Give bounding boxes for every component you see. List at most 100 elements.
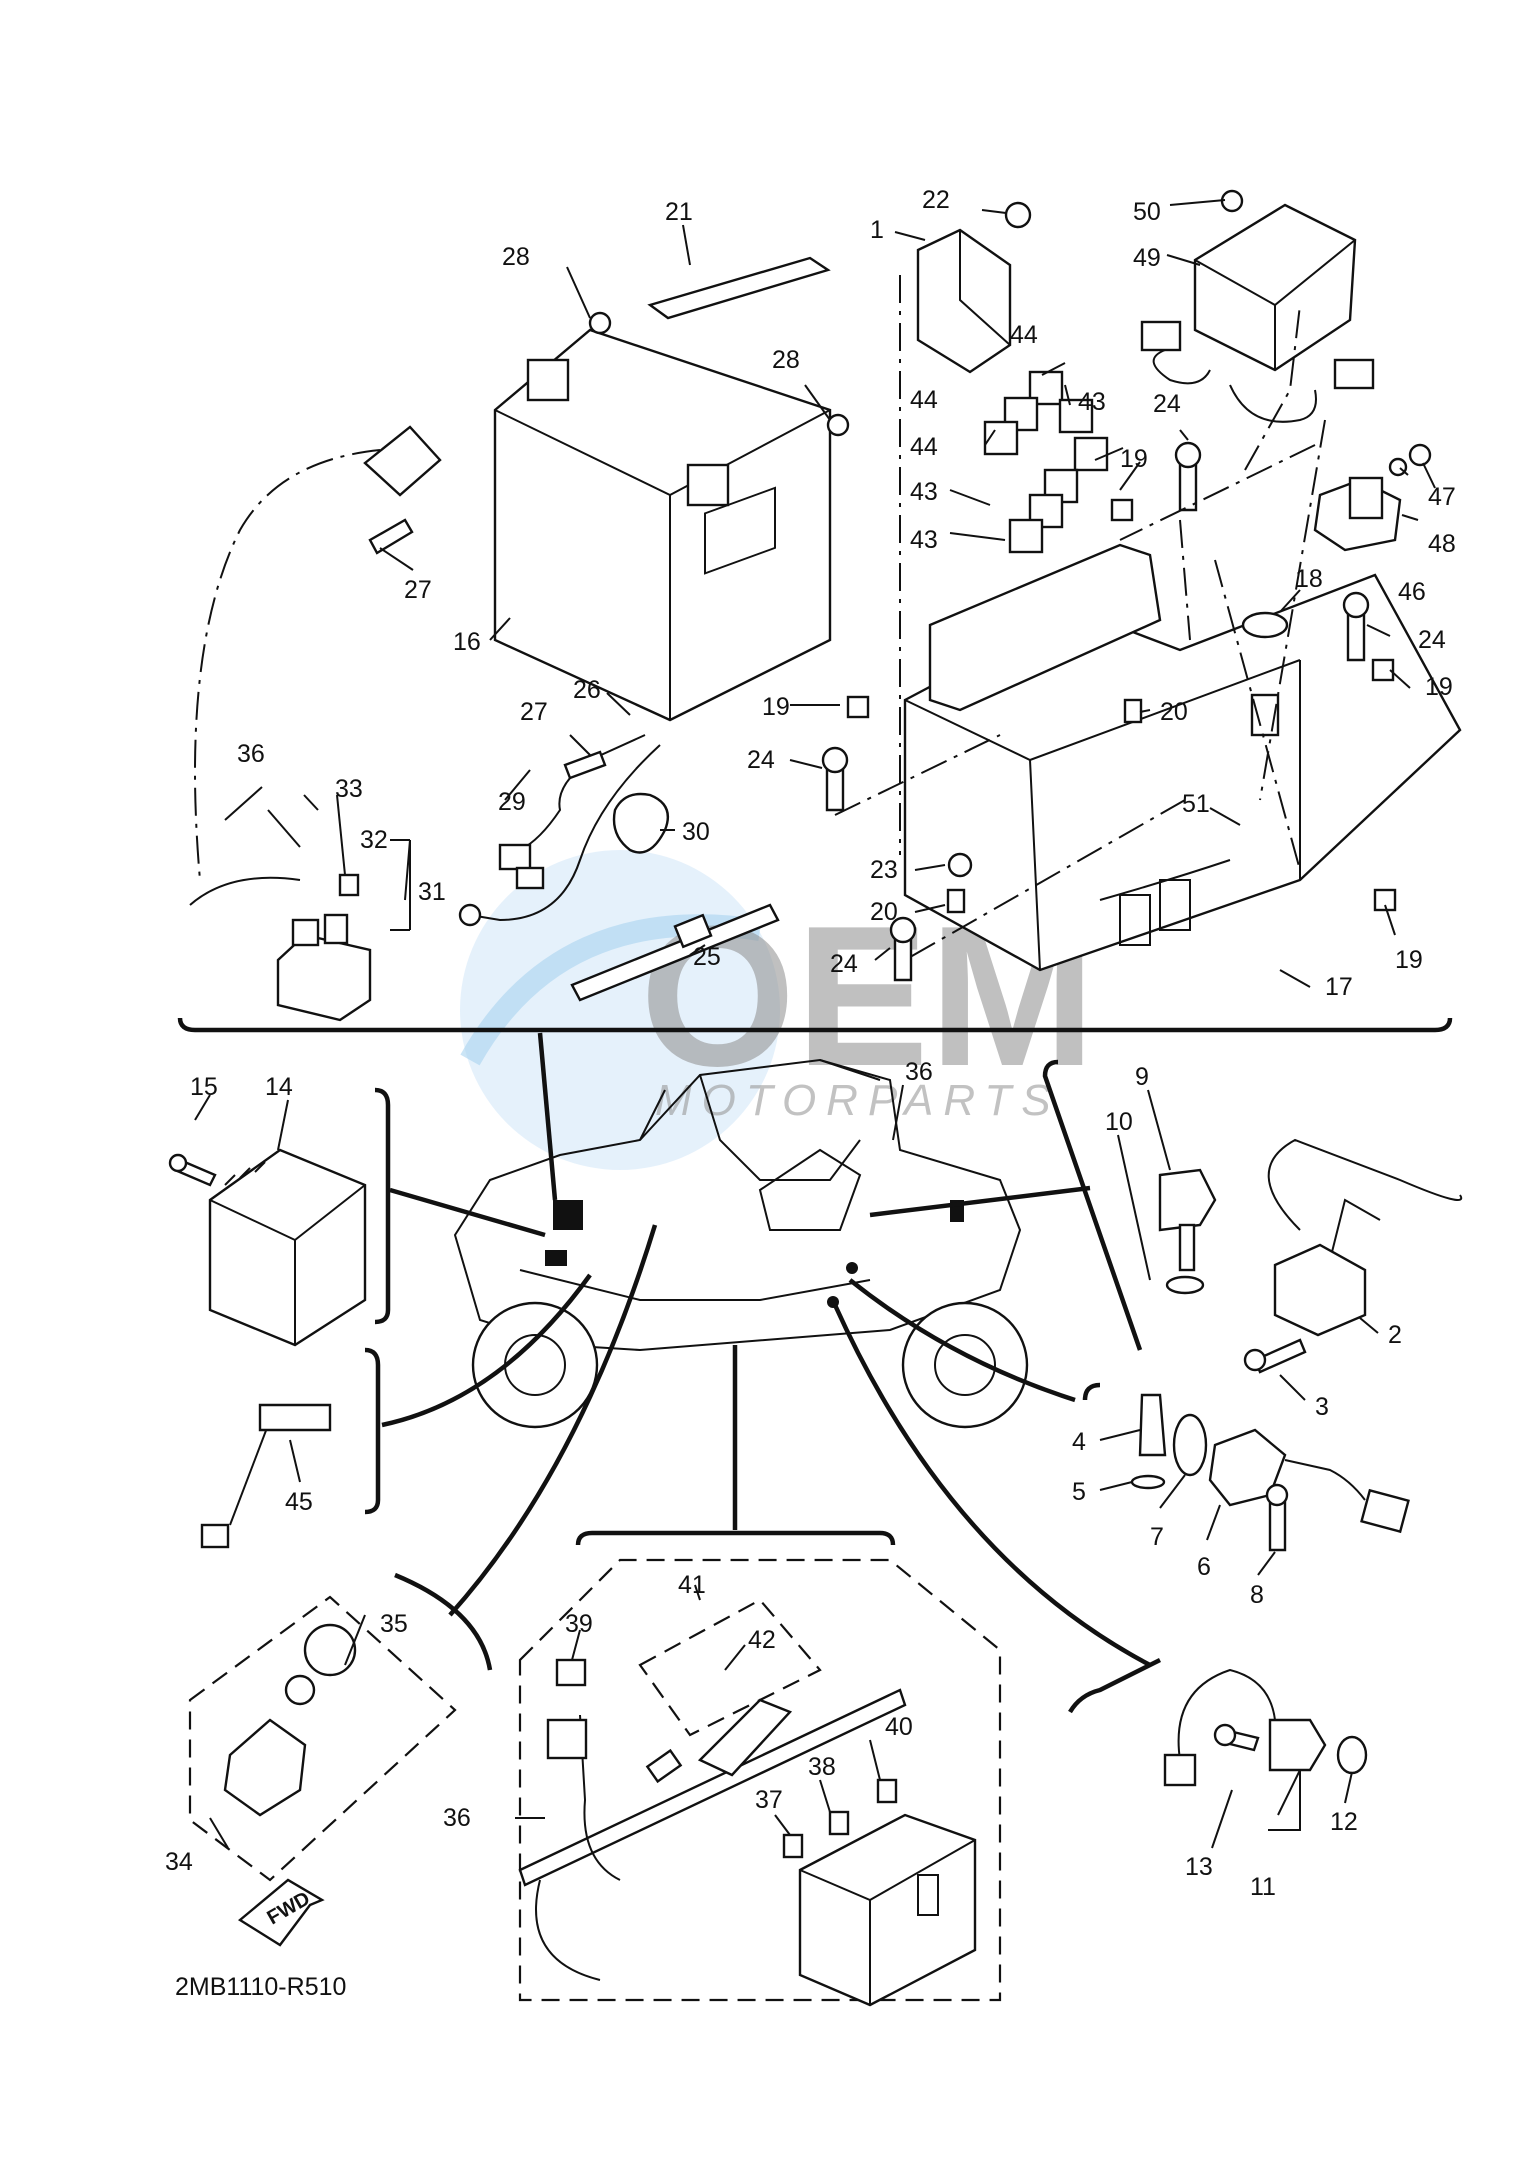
wire-36-upper <box>189 876 301 906</box>
fuse-holder-dashed-box <box>638 1598 822 1737</box>
callout-26: 26 <box>573 676 601 704</box>
relay-assembly <box>916 228 1012 374</box>
clip-19-b <box>846 695 870 719</box>
callout-37: 37 <box>755 1786 783 1814</box>
starter-relay <box>276 913 372 1022</box>
callout-38: 38 <box>808 1753 836 1781</box>
callout-44-c: 44 <box>910 433 938 461</box>
callout-42: 42 <box>748 1626 776 1654</box>
fuse-40 <box>876 1778 898 1804</box>
o-ring-7 <box>1172 1413 1208 1477</box>
callout-29: 29 <box>498 788 526 816</box>
fuse-32 <box>338 873 360 897</box>
bolt-28-right <box>826 413 850 437</box>
ignition-coil <box>1273 1243 1367 1337</box>
sensor-45 <box>258 1403 332 1432</box>
lean-angle-sensor <box>1313 476 1402 552</box>
callout-43-c: 43 <box>910 526 938 554</box>
regulator-bracket <box>374 1087 391 1325</box>
wire-harness <box>518 1688 907 1887</box>
fuse-37 <box>782 1833 804 1859</box>
fuse-box <box>798 1813 977 2007</box>
battery-strap <box>647 256 831 320</box>
callout-50: 50 <box>1133 198 1161 226</box>
fwd-arrow <box>237 1878 325 1947</box>
callout-35: 35 <box>380 1610 408 1638</box>
rectifier-regulator-group <box>168 1087 391 1347</box>
callout-12: 12 <box>1330 1808 1358 1836</box>
callout-27-lower: 27 <box>520 698 548 726</box>
sensor-11-bracket <box>1068 1657 1162 1714</box>
callout-43-a: 43 <box>1078 388 1106 416</box>
callout-24-a: 24 <box>1153 390 1181 418</box>
callout-9: 9 <box>1135 1063 1149 1091</box>
callout-10: 10 <box>1105 1108 1133 1136</box>
wire-36-loop <box>194 449 381 881</box>
sensor-6-bracket <box>1082 1382 1101 1401</box>
callout-15: 15 <box>190 1073 218 1101</box>
washer-48 <box>1388 457 1408 477</box>
washer-5 <box>1130 1474 1166 1490</box>
callout-39: 39 <box>565 1610 593 1638</box>
terminal-cover <box>363 425 442 497</box>
callout-numbers: 1 22 21 28 28 27 16 27 26 50 49 44 44 43… <box>165 186 1456 1901</box>
callout-4: 4 <box>1072 1428 1086 1456</box>
callout-51: 51 <box>1182 790 1210 818</box>
callout-32: 32 <box>360 826 388 854</box>
routing-line-4 <box>1179 519 1191 641</box>
fuse-box-group <box>518 1530 1002 2007</box>
leader-to-sensor-45 <box>381 1273 592 1428</box>
battery-tray <box>903 573 1462 972</box>
callout-19-b: 19 <box>1425 673 1453 701</box>
sensor-11 <box>1268 1718 1327 1772</box>
bolt-27-upper <box>368 518 414 555</box>
callout-22: 22 <box>922 186 950 214</box>
callout-2: 2 <box>1388 1321 1402 1349</box>
screw-22 <box>1004 201 1032 229</box>
routing-line-3 <box>1119 444 1316 541</box>
connector-36 <box>546 1718 588 1760</box>
callout-19-d: 19 <box>1395 946 1423 974</box>
top-section <box>177 189 1462 1033</box>
sensor-45-bracket <box>364 1347 381 1515</box>
bolt-28-left <box>588 311 612 335</box>
nut-23 <box>947 852 973 878</box>
routing-line-5 <box>1214 559 1301 871</box>
callout-49: 49 <box>1133 244 1161 272</box>
callout-24-c: 24 <box>747 746 775 774</box>
leader-to-sensor-11 <box>832 1304 1152 1667</box>
callout-6: 6 <box>1197 1553 1211 1581</box>
cable-clamp <box>612 792 670 854</box>
top-section-bracket <box>177 1017 1453 1033</box>
callout-3: 3 <box>1315 1393 1329 1421</box>
marker-front-1 <box>553 1200 583 1230</box>
callout-30: 30 <box>682 818 710 846</box>
leader-to-sensor-9 <box>869 1185 1091 1218</box>
routing-line-6 <box>904 799 1186 961</box>
watermark-globe-swoosh <box>460 914 762 1066</box>
o-ring-12 <box>1336 1735 1368 1775</box>
leader-to-switch-34 <box>448 1224 658 1617</box>
leader-to-top-section <box>537 1032 558 1201</box>
sensor-45-group <box>200 1347 381 1549</box>
callout-24-b: 24 <box>1418 626 1446 654</box>
watermark-subtitle: MOTORPARTS <box>655 1076 1061 1125</box>
clip-19-d <box>1373 888 1397 912</box>
rectifier-regulator <box>208 1148 367 1347</box>
leader-to-cdi <box>389 1187 546 1238</box>
callout-28-left: 28 <box>502 243 530 271</box>
callout-7: 7 <box>1150 1523 1164 1551</box>
routing-line-8 <box>1259 419 1326 801</box>
callout-31: 31 <box>418 878 446 906</box>
bolt-27-lower <box>563 750 607 780</box>
bolt-47 <box>1408 443 1432 467</box>
ecu <box>1140 203 1375 423</box>
fuse-box-dashed-outline <box>518 1558 1002 2002</box>
callout-20-a: 20 <box>1160 698 1188 726</box>
callout-13: 13 <box>1185 1853 1213 1881</box>
switch-34-dashed-box <box>188 1595 457 1882</box>
sensor-11-group <box>1068 1657 1368 1787</box>
callout-24-d: 24 <box>830 950 858 978</box>
callout-40: 40 <box>885 1713 913 1741</box>
